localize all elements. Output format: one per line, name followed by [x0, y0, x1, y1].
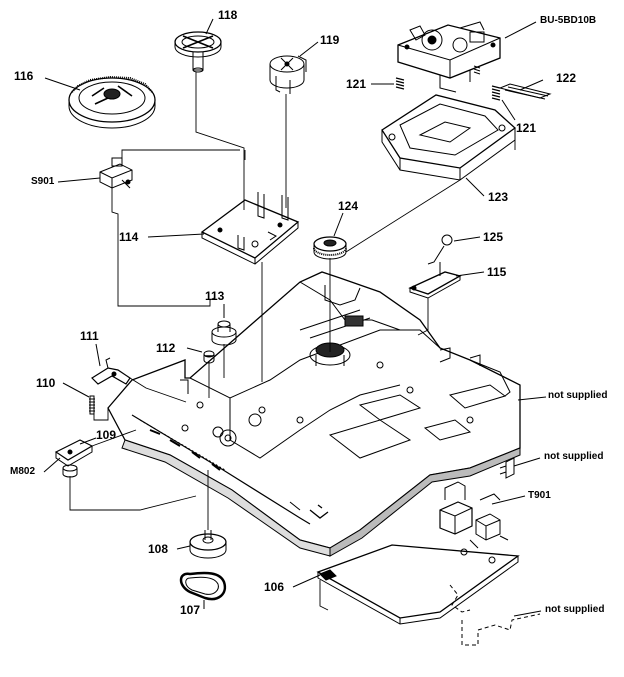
part-121-springs: [395, 65, 501, 101]
label-123: 123: [488, 190, 509, 204]
part-bu-optical-block: [397, 21, 501, 93]
label-124: 124: [338, 199, 359, 213]
label-t901: T901: [528, 490, 551, 501]
label-121-right: 121: [516, 121, 537, 135]
part-119-motor: [269, 55, 307, 94]
part-125-spring: [427, 234, 453, 265]
label-115: 115: [487, 265, 507, 279]
part-m802-motor: [62, 464, 78, 478]
part-124-gear: [313, 236, 347, 260]
label-107: 107: [180, 603, 201, 617]
label-118: 118: [218, 8, 238, 22]
label-m802: M802: [10, 466, 36, 477]
assembly-lines: [69, 72, 516, 611]
label-not-supplied-3: not supplied: [545, 604, 605, 615]
label-114: 114: [119, 230, 139, 244]
label-119: 119: [320, 33, 340, 47]
label-109: 109: [96, 428, 117, 442]
label-122: 122: [556, 71, 577, 85]
main-chassis: [107, 271, 521, 557]
part-s901-switch: [99, 157, 133, 189]
part-122-cable: [498, 83, 552, 100]
label-not-supplied-1: not supplied: [548, 390, 608, 401]
part-not-supplied-bracket: [499, 457, 515, 479]
part-111-lever: [91, 357, 131, 385]
part-115-lever: [408, 262, 462, 299]
label-106: 106: [264, 580, 285, 594]
label-110: 110: [36, 376, 56, 390]
part-108-pulley: [189, 530, 227, 559]
part-118-gear: [174, 31, 222, 73]
label-113: 113: [205, 289, 225, 303]
label-s901: S901: [31, 176, 55, 187]
part-106-board: [316, 481, 520, 625]
label-116: 116: [14, 69, 34, 83]
label-125: 125: [483, 230, 504, 244]
part-109-bracket: [54, 439, 94, 467]
label-111: 111: [80, 329, 99, 343]
part-116-gear: [68, 75, 156, 129]
wiring-not-supplied: [449, 584, 541, 646]
label-bu-5bd10b: BU-5BD10B: [540, 15, 597, 26]
label-121-left: 121: [346, 77, 367, 91]
label-not-supplied-2: not supplied: [544, 451, 604, 462]
part-107-belt: [179, 571, 227, 601]
part-114-bracket: [200, 192, 300, 265]
part-110-screw: [89, 395, 95, 415]
label-112: 112: [156, 341, 176, 355]
label-108: 108: [148, 542, 169, 556]
label-leaders: [43, 18, 547, 617]
part-123-holder: [381, 94, 517, 181]
